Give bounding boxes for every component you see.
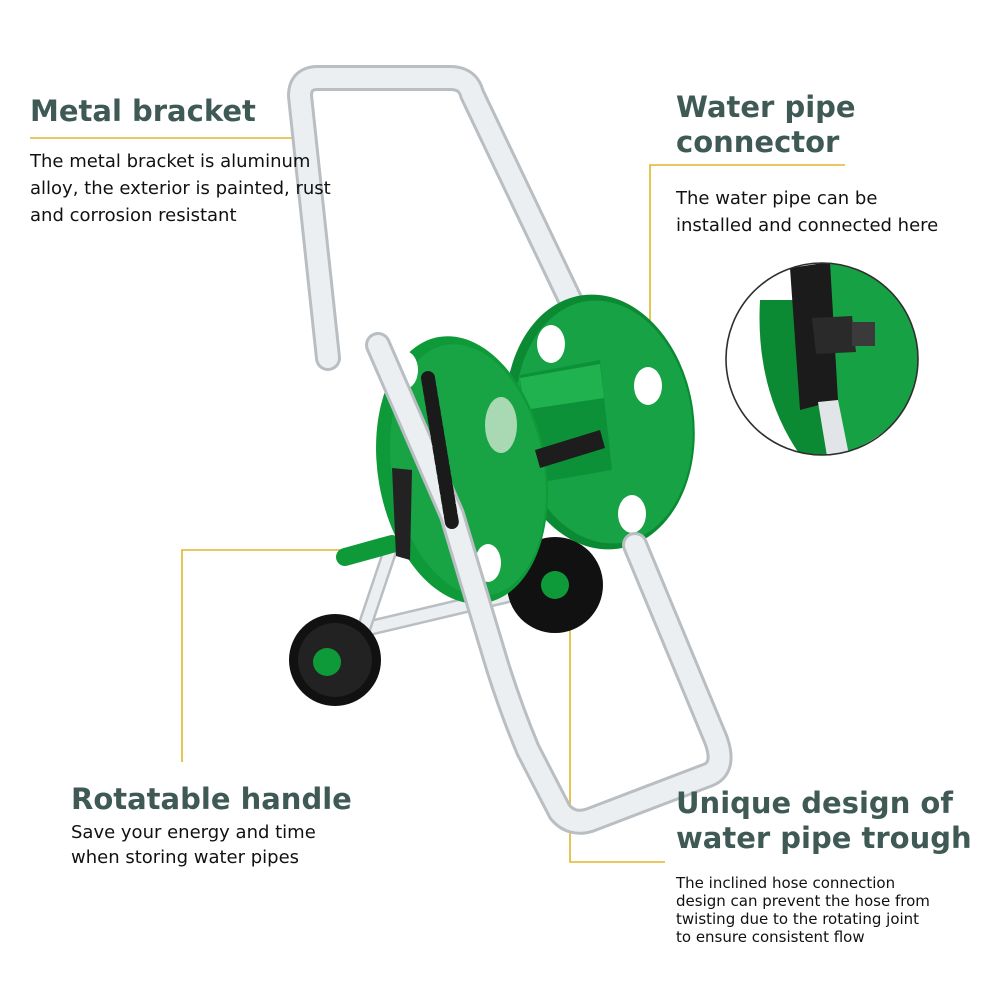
hose-reel-cart-image	[286, 65, 733, 835]
hose-reel	[376, 294, 695, 604]
pipe-trough-description: The inclined hose connection design can …	[676, 874, 930, 946]
connector-detail-image	[725, 262, 919, 456]
leader-handle	[181, 549, 340, 762]
water-pipe-connector-description: The water pipe can be installed and conn…	[676, 188, 939, 236]
rotatable-handle-description: Save your energy and time when storing w…	[71, 822, 316, 868]
metal-bracket-description: The metal bracket is aluminum alloy, the…	[30, 151, 331, 226]
metal-bracket-title: Metal bracket	[30, 94, 256, 128]
pipe-trough-title: Unique design of water pipe trough	[676, 786, 972, 855]
rotatable-handle-title: Rotatable handle	[71, 782, 352, 816]
water-pipe-connector-title: Water pipe connector	[676, 90, 856, 159]
